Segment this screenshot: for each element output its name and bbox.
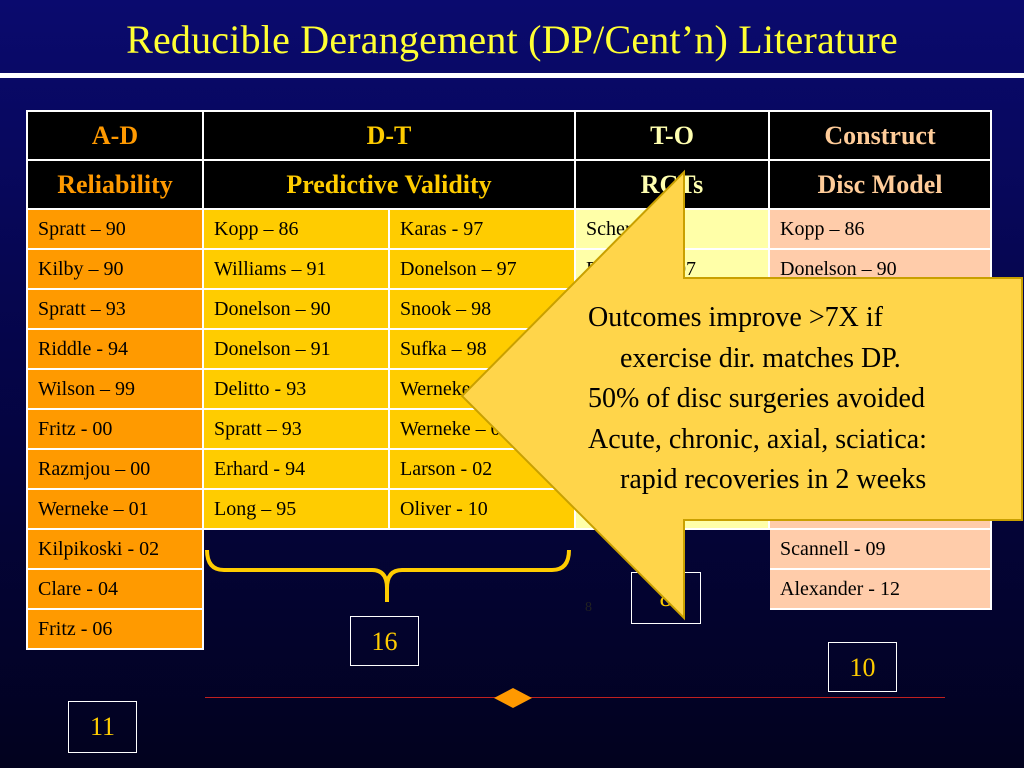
- cell-reliability: Spratt – 90: [26, 208, 204, 250]
- callout-line: rapid recoveries in 2 weeks: [620, 464, 927, 495]
- header-disc-model: Disc Model: [768, 159, 992, 210]
- cell-reliability: Fritz - 00: [26, 408, 204, 450]
- cell-predictive: Karas - 97: [388, 208, 576, 250]
- cell-construct: Alexander - 12: [768, 568, 992, 610]
- cell-predictive: Erhard - 94: [202, 448, 390, 490]
- header-construct: Construct: [768, 110, 992, 161]
- callout-line: 50% of disc surgeries avoided: [588, 383, 925, 414]
- cell-predictive: Delitto - 93: [202, 368, 390, 410]
- cell-reliability: Fritz - 06: [26, 608, 204, 650]
- table-row: Clare - 04 Alexander - 12: [26, 568, 992, 610]
- count-construct: 10: [828, 642, 897, 692]
- callout-line: Acute, chronic, axial, sciatica:: [588, 423, 927, 455]
- cell-reliability: Clare - 04: [26, 568, 204, 610]
- cell-reliability: Spratt – 93: [26, 288, 204, 330]
- cell-predictive: Donelson – 97: [388, 248, 576, 290]
- diamond-icon: [494, 688, 532, 708]
- cell-reliability: Kilby – 90: [26, 248, 204, 290]
- cell-reliability: Riddle - 94: [26, 328, 204, 370]
- cell-reliability: Razmjou – 00: [26, 448, 204, 490]
- cell-construct: Kopp – 86: [768, 208, 992, 250]
- page-title: Reducible Derangement (DP/Cent’n) Litera…: [126, 17, 898, 62]
- cell-predictive: Oliver - 10: [388, 488, 576, 530]
- cell-predictive: Donelson – 90: [202, 288, 390, 330]
- callout-line: exercise dir. matches DP.: [620, 342, 901, 374]
- count-predictive-validity: 16: [350, 616, 419, 666]
- cell-predictive: Larson - 02: [388, 448, 576, 490]
- bracket-shape: [205, 549, 571, 602]
- cell-predictive: Long – 95: [202, 488, 390, 530]
- header-dt: D-T: [202, 110, 576, 161]
- header-to: T-O: [574, 110, 770, 161]
- header-predictive-validity: Predictive Validity: [202, 159, 576, 210]
- header-reliability: Reliability: [26, 159, 204, 210]
- header-row-categories: A-D D-T T-O Construct: [26, 110, 992, 161]
- cell-reliability: Werneke – 01: [26, 488, 204, 530]
- cell-reliability: Wilson – 99: [26, 368, 204, 410]
- callout-text: Outcomes improve >7X if exercise dir. ma…: [588, 298, 1008, 501]
- divider-line: [205, 697, 945, 698]
- count-reliability: 11: [68, 701, 137, 753]
- cell-predictive: Kopp – 86: [202, 208, 390, 250]
- cell-predictive: Williams – 91: [202, 248, 390, 290]
- cell-predictive: Spratt – 93: [202, 408, 390, 450]
- header-ad: A-D: [26, 110, 204, 161]
- cell-predictive: Donelson – 91: [202, 328, 390, 370]
- title-underline: [0, 73, 1024, 78]
- cell-reliability: Kilpikoski - 02: [26, 528, 204, 570]
- cell-construct: Scannell - 09: [768, 528, 992, 570]
- rct-small-label: 8: [585, 600, 592, 615]
- table-row: Kilpikoski - 02 Scannell - 09: [26, 528, 992, 570]
- table-row: Fritz - 06: [26, 608, 991, 650]
- callout-line: Outcomes improve >7X if: [588, 302, 883, 333]
